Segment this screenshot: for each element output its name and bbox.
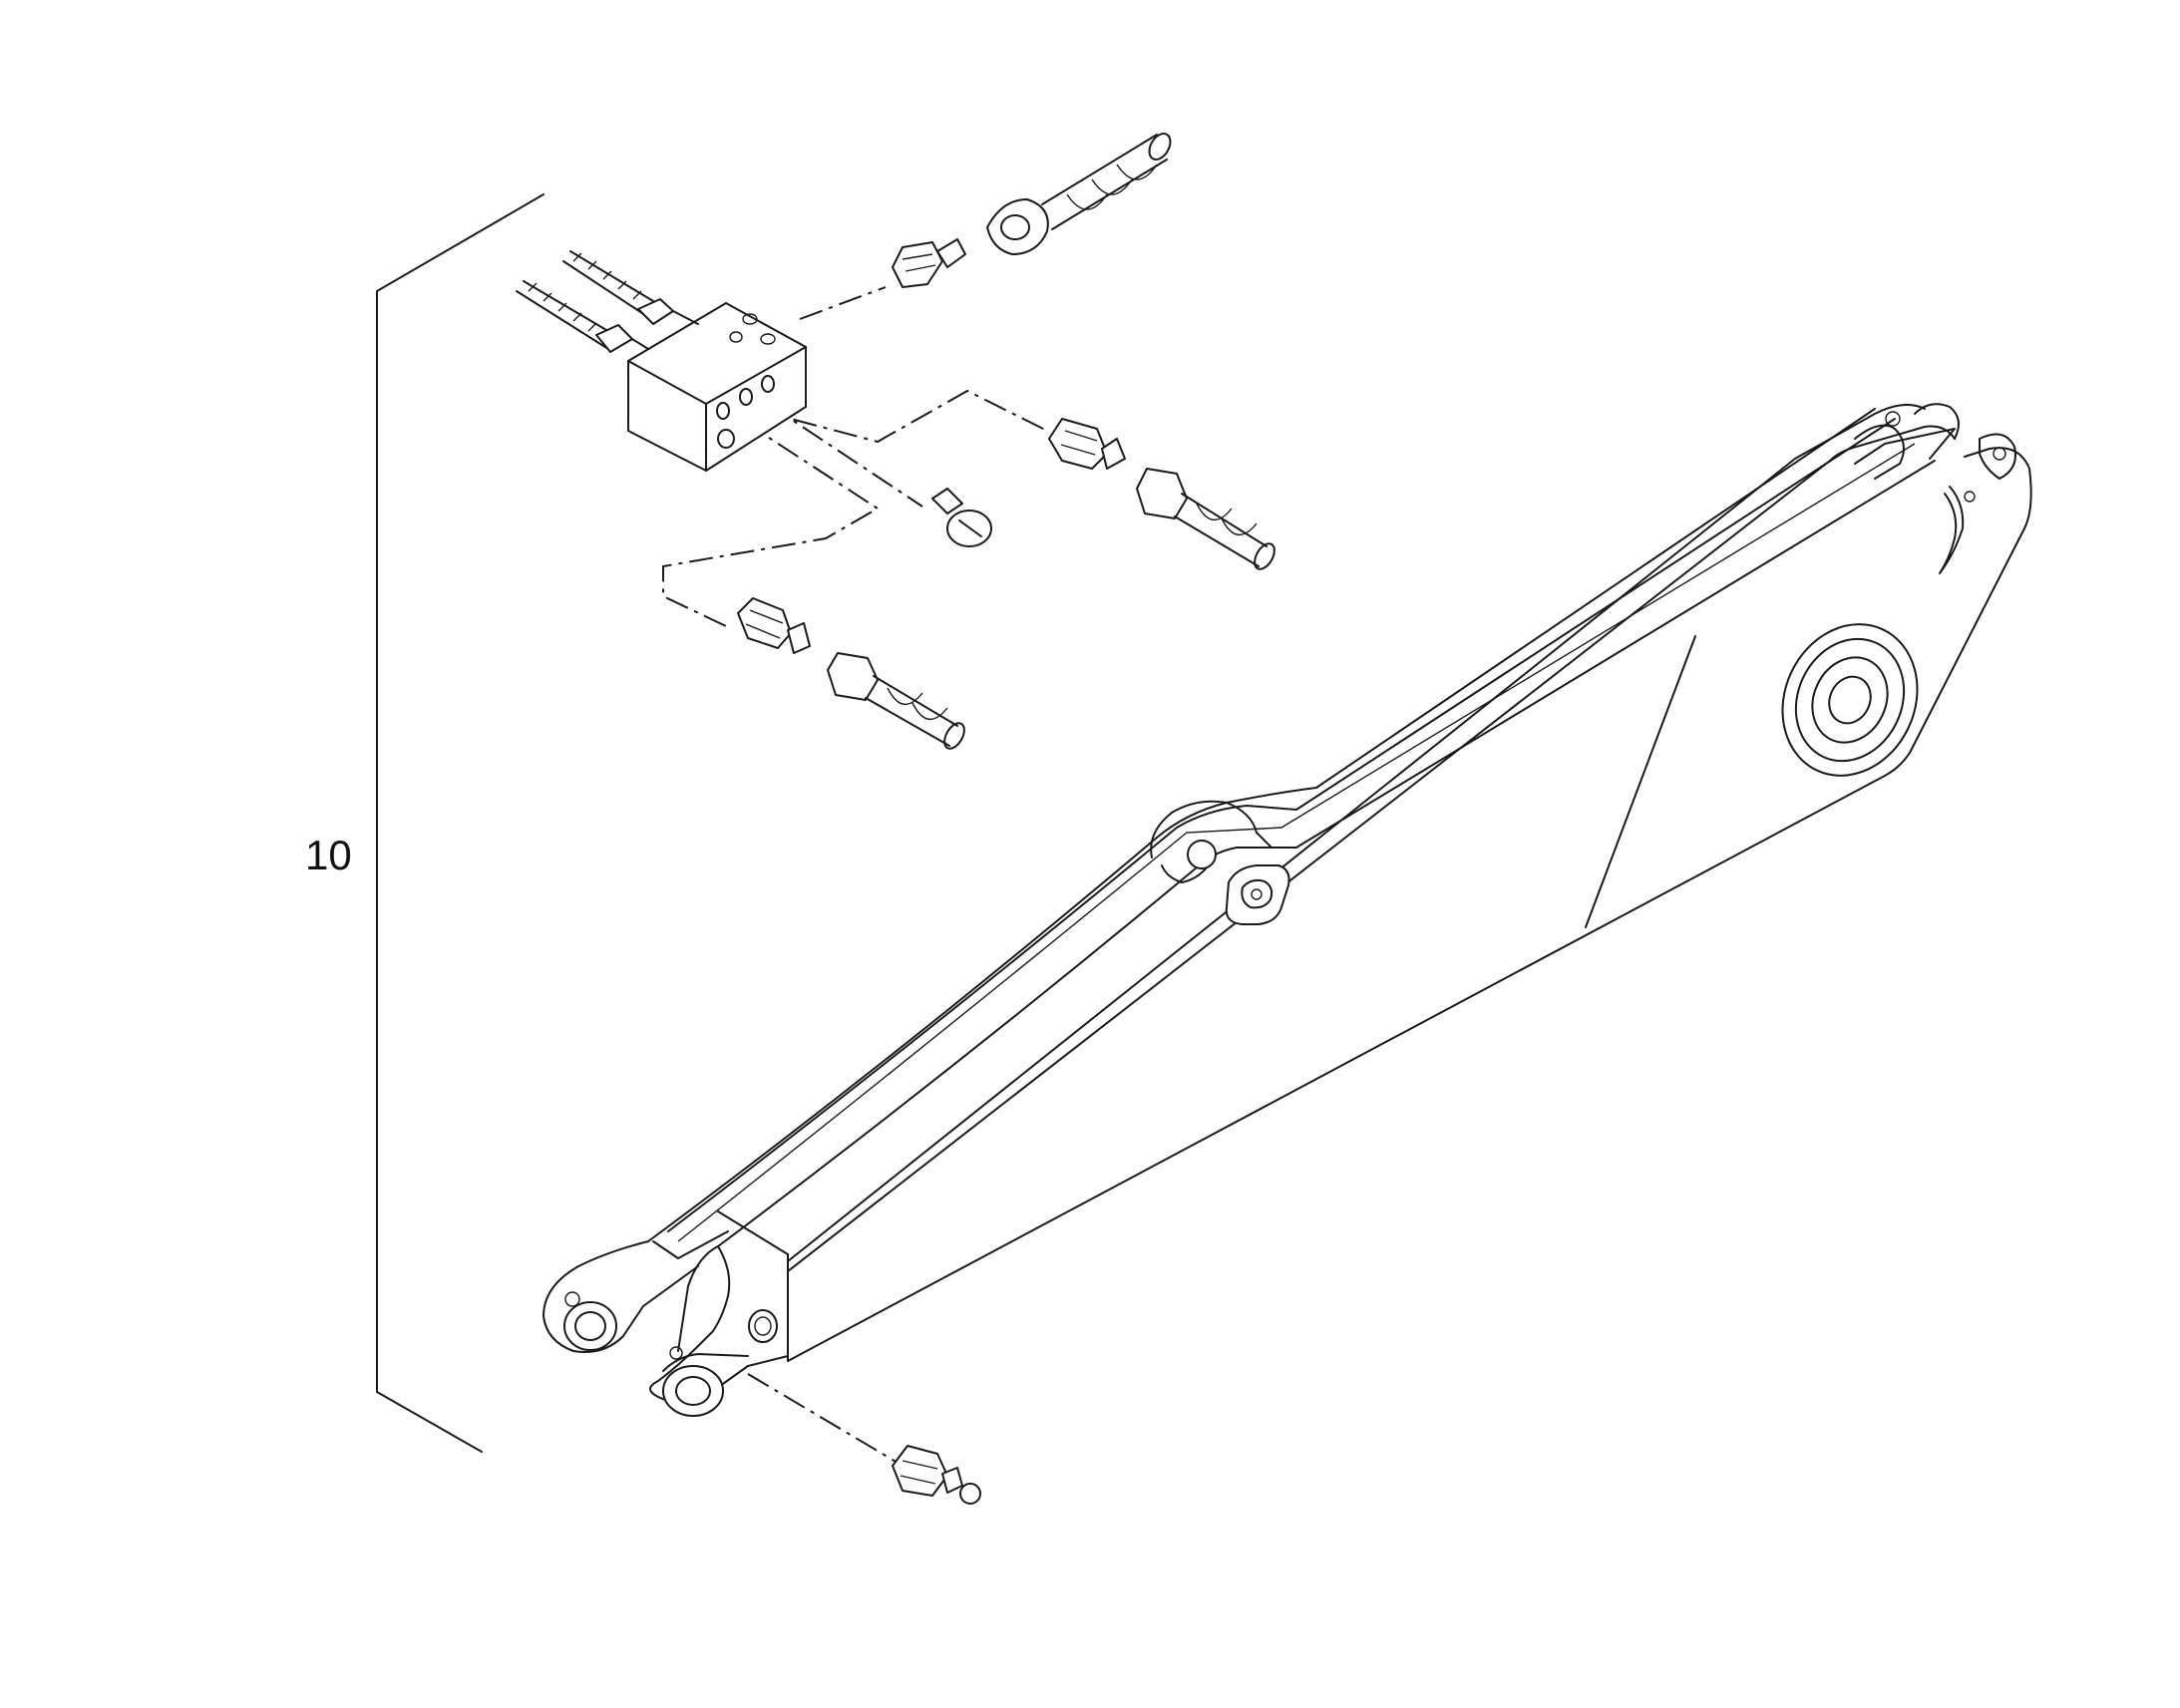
grease-nipple: [892, 1445, 981, 1505]
slotted-screw: [931, 488, 992, 547]
distribution-block: [516, 250, 807, 472]
callout-label[interactable]: 10: [305, 832, 352, 878]
right-fitting-assembly: [1048, 418, 1275, 570]
leader-lines: [662, 286, 1048, 1467]
upper-fitting-assembly: [892, 133, 1172, 288]
assembly-bracket: [376, 193, 545, 1453]
lower-fitting-assembly: [737, 597, 965, 750]
boom-arm: [543, 403, 2032, 1417]
